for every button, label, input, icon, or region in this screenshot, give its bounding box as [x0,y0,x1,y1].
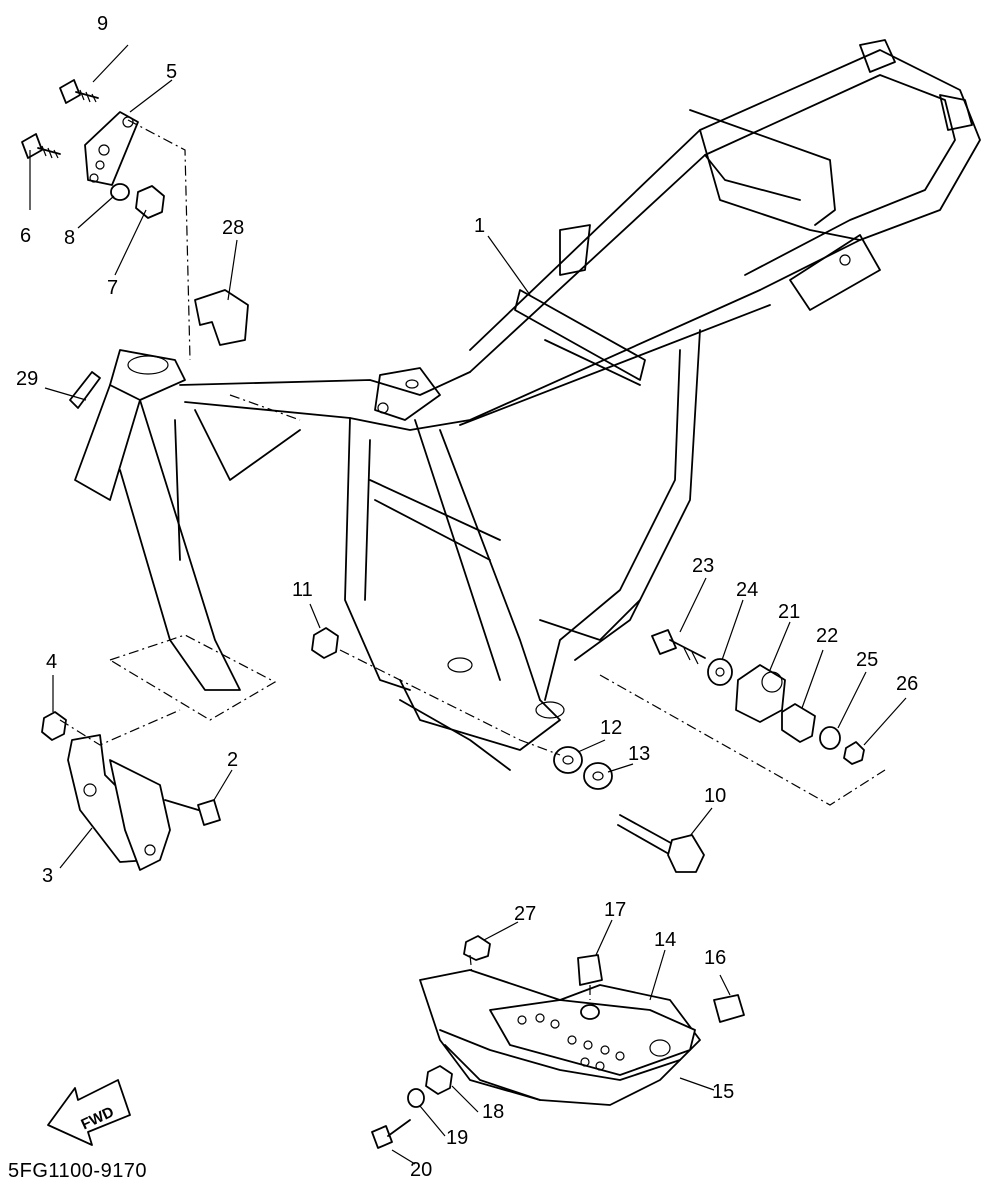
part-19-washer [407,1088,425,1108]
main-frame [74,39,981,771]
part-16-clip [713,994,745,1023]
callout-19: 19 [446,1127,469,1149]
callout-27: 27 [514,903,537,925]
callout-9: 9 [97,13,109,35]
callout-3: 3 [42,865,54,887]
part-2-bolt [164,799,221,826]
center-lines [59,119,886,1000]
callout-1: 1 [474,215,486,237]
part-20-bolt [371,1119,411,1149]
drawing-code: 5FG1100-9170 [8,1160,148,1182]
callout-29: 29 [16,368,39,390]
part-13-washer [583,762,613,790]
part-17-damper [577,954,603,1020]
part-8-washer [110,183,130,201]
callout-6: 6 [20,225,32,247]
callout-11: 11 [292,579,313,601]
callout-5: 5 [166,61,178,83]
part-22-spacer [781,703,816,743]
part-6-bolt [21,133,61,159]
part-3-engine-bracket [67,734,171,871]
part-28-bracket [194,289,249,346]
callout-16: 16 [704,947,727,969]
callout-23: 23 [692,555,715,577]
part-27-grommet [463,935,491,961]
part-7-nut [135,185,165,219]
part-5-plate [84,111,139,186]
part-4-nut [41,711,67,741]
callout-2: 2 [227,749,239,771]
callout-20: 20 [410,1159,433,1181]
part-14-mount-plate [489,999,696,1076]
callout-4: 4 [46,651,58,673]
callout-17: 17 [604,899,627,921]
part-26-nut [843,741,865,765]
part-25-washer [819,726,841,750]
part-9-bolt [59,79,99,104]
callout-25: 25 [856,649,879,671]
part-24-washer [707,658,733,686]
leader-lines [29,44,907,1165]
callout-24: 24 [736,579,759,601]
callout-7: 7 [107,277,119,299]
callout-28: 28 [222,217,245,239]
callout-18: 18 [482,1101,505,1123]
callout-12: 12 [600,717,623,739]
part-12-washer [553,746,583,774]
part-18-nut [425,1065,453,1095]
part-29-strip [69,371,101,409]
part-10-bolt [617,814,705,873]
callout-8: 8 [64,227,76,249]
callout-15: 15 [712,1081,735,1103]
callout-21: 21 [778,601,801,623]
part-11-nut [311,627,339,659]
callout-14: 14 [654,929,677,951]
callout-13: 13 [628,743,651,765]
fwd-arrow-icon: FWD [47,1079,131,1146]
callout-22: 22 [816,625,839,647]
callout-10: 10 [704,785,727,807]
part-23-bolt [651,629,706,665]
callout-26: 26 [896,673,919,695]
part-21-collar [735,664,786,723]
